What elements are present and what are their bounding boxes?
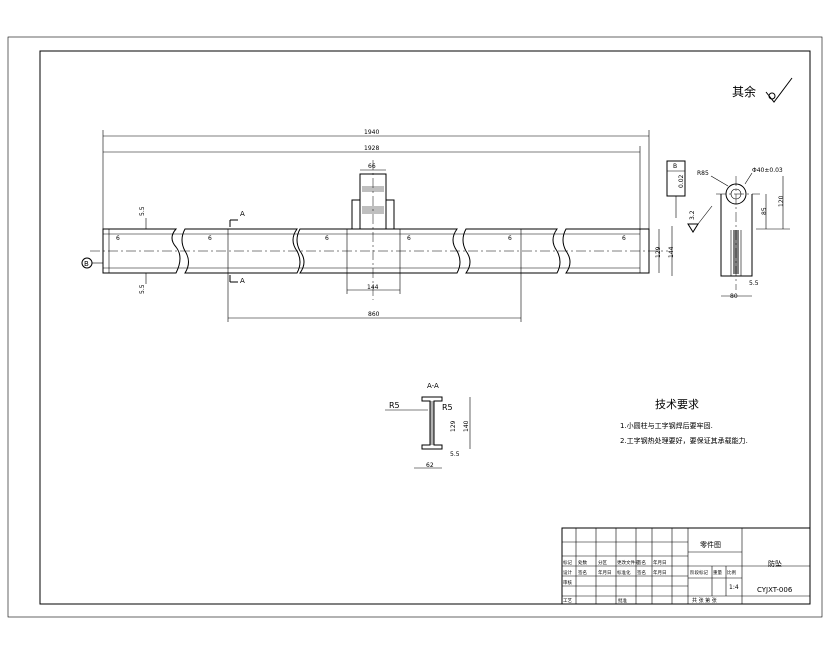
tb-r1-4: 签名 <box>637 559 646 566</box>
tb-r2-5: 年月日 <box>653 569 667 576</box>
tb-scale-label: 比例 <box>727 569 736 576</box>
section-62: 62 <box>426 462 434 469</box>
side-32: 3.2 <box>689 210 696 220</box>
dim-55-top: 5.5 <box>139 206 146 216</box>
main-beam-view: 1940 1928 66 5.5 5.5 <box>81 129 675 322</box>
tb-r1-3: 更改文件号 <box>617 559 640 566</box>
side-radius: R85 <box>697 170 709 177</box>
tb-r2-3: 标准化 <box>617 569 631 576</box>
tb-r2-1: 签名 <box>578 569 587 576</box>
section-129: 129 <box>450 420 457 432</box>
side-120: 120 <box>778 195 785 207</box>
roughness-label: 其余 <box>732 84 756 99</box>
side-80: 80 <box>730 293 738 300</box>
section-r5-right: R5 <box>442 403 453 412</box>
section-title: A-A <box>427 382 439 390</box>
tolerance-value: 0.02 <box>678 174 685 188</box>
tb-r1-5: 年月日 <box>653 559 667 566</box>
side-view: 0.02 B R85 Φ40±0.03 85 120 3.2 5.5 80 <box>666 160 790 300</box>
dim-1928: 1928 <box>364 145 379 152</box>
tb-r2-2: 年月日 <box>598 569 612 576</box>
section-mark-a-top: A <box>240 210 245 218</box>
dim-6-f: 6 <box>622 235 626 242</box>
dim-6-c: 6 <box>325 235 329 242</box>
tb-stage: 阶段标记 <box>690 569 708 576</box>
section-140: 140 <box>463 420 470 432</box>
datum-b-label: B <box>84 260 89 268</box>
tb-sheet: 共 张 第 张 <box>692 597 717 604</box>
side-hole-dim: Φ40±0.03 <box>752 167 783 174</box>
dim-6-e: 6 <box>508 235 512 242</box>
tolerance-datum: B <box>673 163 677 170</box>
lug <box>359 173 387 230</box>
dim-6-d: 6 <box>407 235 411 242</box>
section-mark-a-bottom: A <box>240 277 245 285</box>
side-85: 85 <box>761 207 768 215</box>
tb-r2-4: 签名 <box>637 569 646 576</box>
drawing-number: CYJXT-006 <box>757 586 793 594</box>
roughness-circle <box>768 92 776 100</box>
side-55: 5.5 <box>749 280 759 287</box>
drawing-type: 零件图 <box>700 540 721 549</box>
part-name: 防坠 <box>768 559 782 568</box>
tb-r1-2: 分区 <box>598 559 607 566</box>
tech-requirements: 技术要求 1.小圆柱与工字钢焊后要牢固. 2.工字钢热处理要好，要保证其承载能力… <box>620 398 748 445</box>
section-r5-left: R5 <box>389 401 400 410</box>
dim-55-bottom: 5.5 <box>139 284 146 294</box>
tb-left-0: 审核 <box>563 579 572 586</box>
dim-860: 860 <box>368 311 380 318</box>
section-55: 5.5 <box>450 451 460 458</box>
tech-line-2: 2.工字钢热处理要好，要保证其承载能力. <box>620 436 748 445</box>
tb-r2-0: 设计 <box>563 569 572 576</box>
scale-value: 1:4 <box>729 584 739 591</box>
title-block: 零件图 防坠 CYJXT-006 1:4 标记 处数 分区 更改文件号 签名 年… <box>561 527 811 605</box>
dim-144-height: 144 <box>668 246 675 258</box>
tech-title: 技术要求 <box>655 398 699 411</box>
section-view: A-A R5 R5 129 140 5.5 62 <box>385 382 471 469</box>
dim-6-b: 6 <box>208 235 212 242</box>
tb-weight: 重量 <box>713 569 722 576</box>
dim-144-width: 144 <box>367 284 379 291</box>
outer-frame <box>7 36 823 618</box>
dim-6-a: 6 <box>116 235 120 242</box>
inner-frame <box>39 50 811 605</box>
roughness-note: 其余 <box>732 77 793 103</box>
tech-line-1: 1.小圆柱与工字钢焊后要牢固. <box>620 421 713 430</box>
dim-129: 129 <box>655 246 662 258</box>
tb-left-1: 工艺 <box>563 598 572 604</box>
dim-66: 66 <box>368 163 376 170</box>
dim-1940: 1940 <box>364 129 379 136</box>
tb-r1-1: 处数 <box>578 559 587 566</box>
tb-approve: 批准 <box>618 597 627 604</box>
tb-r1-0: 标记 <box>563 559 572 566</box>
